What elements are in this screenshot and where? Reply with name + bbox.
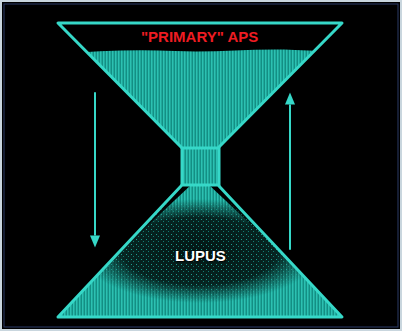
chamber-outline bbox=[58, 185, 342, 317]
lower-chamber: LUPUS bbox=[55, 183, 345, 320]
transition-arrow bbox=[285, 92, 295, 249]
lower-sand bbox=[55, 183, 345, 317]
neck-wall bbox=[181, 147, 184, 186]
neck-wall bbox=[218, 147, 221, 186]
chamber-label: "PRIMARY" APS bbox=[141, 28, 259, 45]
chamber-label: LUPUS bbox=[175, 247, 226, 264]
sand-speckle bbox=[55, 183, 345, 318]
upper-chamber: "PRIMARY" APS bbox=[55, 20, 345, 150]
transition-arrow bbox=[90, 92, 100, 247]
chamber-outline bbox=[58, 23, 342, 148]
inner-frame bbox=[4, 4, 398, 327]
hourglass-neck-sand bbox=[183, 146, 218, 187]
